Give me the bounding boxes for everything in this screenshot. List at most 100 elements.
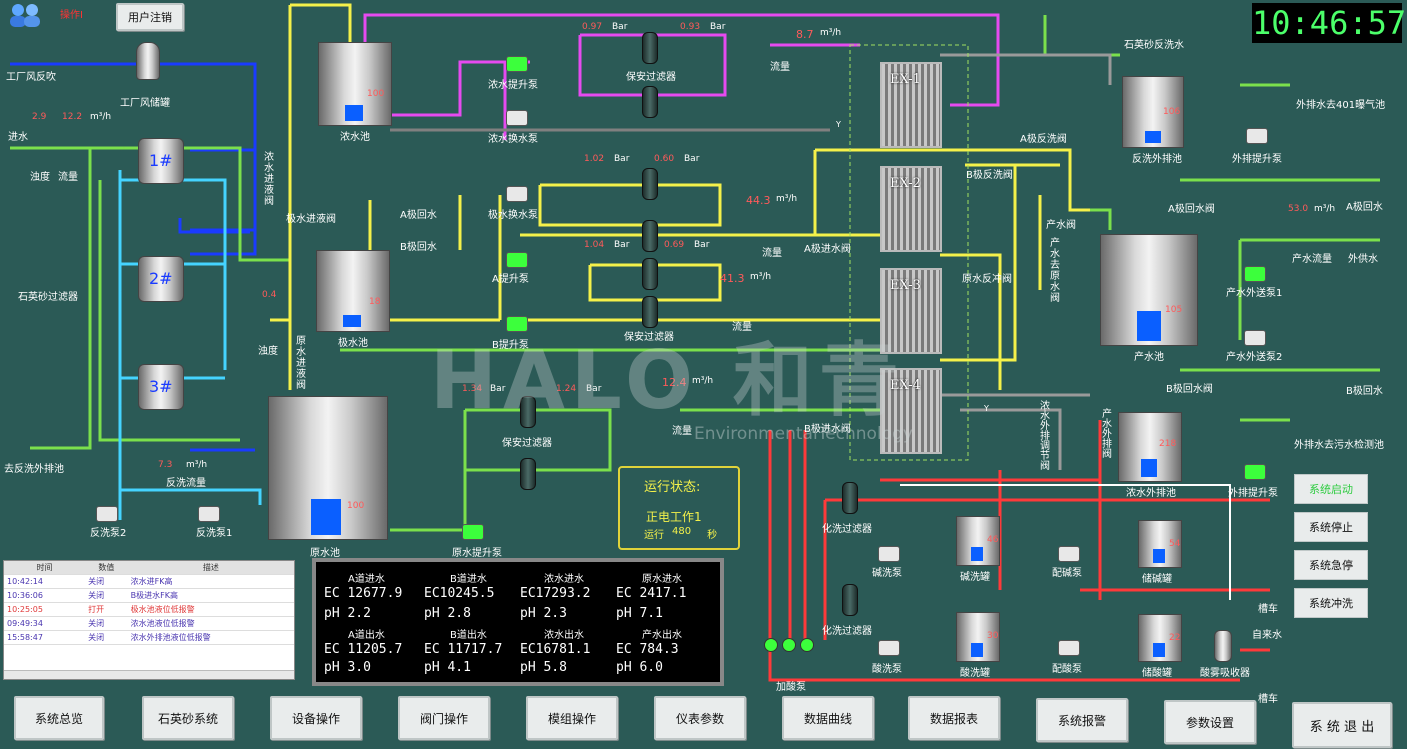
security-filter-4[interactable] bbox=[520, 396, 536, 428]
alkali-pump[interactable] bbox=[878, 546, 900, 562]
pressure-7: 1.34 bbox=[462, 384, 483, 394]
ex-3-module[interactable]: EX-3 bbox=[880, 268, 942, 354]
security-filter-2[interactable] bbox=[642, 168, 658, 200]
valve-icon[interactable] bbox=[176, 206, 188, 216]
conc-change-pump[interactable] bbox=[506, 110, 528, 126]
conc-lift-pump[interactable] bbox=[506, 56, 528, 72]
product-pump-1[interactable] bbox=[1244, 266, 1266, 282]
a-lift-pump[interactable] bbox=[506, 252, 528, 268]
valve-icon[interactable] bbox=[200, 372, 212, 382]
valve-icon[interactable] bbox=[118, 372, 130, 382]
flow-top-value: 8.7 bbox=[796, 28, 814, 41]
quartz-filter-3[interactable]: 3# bbox=[138, 364, 184, 410]
logout-button[interactable]: 用户注销 bbox=[116, 3, 184, 31]
board-change-pump[interactable] bbox=[506, 186, 528, 202]
nav-quartz[interactable]: 石英砂系统 bbox=[142, 696, 234, 740]
valve-icon[interactable] bbox=[118, 165, 130, 175]
operator-label: 操作I bbox=[60, 10, 83, 21]
valve-icon[interactable] bbox=[118, 284, 130, 294]
conc-pool-tank[interactable]: 100 bbox=[318, 42, 392, 126]
tap-water-label: 自来水 bbox=[1252, 630, 1282, 641]
valve-icon[interactable] bbox=[200, 165, 212, 175]
valve-icon[interactable] bbox=[200, 284, 212, 294]
raw-rev-valve-label: 原水反冲阀 bbox=[962, 274, 1012, 285]
security-filter-3b[interactable] bbox=[642, 296, 658, 328]
measure-ph-6: pH 5.8 bbox=[520, 660, 567, 675]
chem-filter-1[interactable] bbox=[842, 482, 858, 514]
system-stop-button[interactable]: 系统停止 bbox=[1294, 512, 1368, 542]
acid-tank[interactable]: 30 bbox=[956, 612, 1000, 662]
board-pool-tank[interactable]: 18 bbox=[316, 250, 390, 332]
out-lift-pump-1[interactable] bbox=[1246, 128, 1268, 144]
ex-2-module[interactable]: EX-2 bbox=[880, 166, 942, 252]
valve-icon[interactable] bbox=[200, 258, 212, 268]
alarm-scrollbar[interactable] bbox=[4, 670, 294, 679]
nav-params[interactable]: 参数设置 bbox=[1164, 700, 1256, 744]
alkali-store-tank[interactable]: 54 bbox=[1138, 520, 1182, 568]
nav-module[interactable]: 模组操作 bbox=[526, 696, 618, 740]
valve-icon[interactable] bbox=[176, 430, 188, 440]
acid-add-pumps[interactable] bbox=[764, 638, 814, 652]
valve-icon[interactable] bbox=[118, 258, 130, 268]
air-tank[interactable] bbox=[136, 42, 160, 80]
valve-icon[interactable] bbox=[140, 320, 152, 330]
raw-pool-tank[interactable]: 100 bbox=[268, 396, 388, 540]
measure-ph-2: pH 2.3 bbox=[520, 606, 567, 621]
backwash-pump-1[interactable] bbox=[198, 506, 220, 522]
b-lift-pump[interactable] bbox=[506, 316, 528, 332]
product-pump-2[interactable] bbox=[1244, 330, 1266, 346]
valve-icon[interactable] bbox=[140, 430, 152, 440]
conc-change-label: 浓水换水泵 bbox=[488, 134, 538, 145]
valve-icon[interactable] bbox=[200, 143, 212, 153]
quartz-filter-2[interactable]: 2# bbox=[138, 256, 184, 302]
valve-icon[interactable] bbox=[200, 398, 212, 408]
out-lift-pump-2[interactable] bbox=[1244, 464, 1266, 480]
valve-icon[interactable] bbox=[118, 143, 130, 153]
acid-mix-pump[interactable] bbox=[1058, 640, 1080, 656]
acid-pump[interactable] bbox=[878, 640, 900, 656]
alkali-tank[interactable]: 46 bbox=[956, 516, 1000, 566]
security-filter-1[interactable] bbox=[642, 32, 658, 64]
quartz-filter-1[interactable]: 1# bbox=[138, 138, 184, 184]
security-filter-4b[interactable] bbox=[520, 458, 536, 490]
alkali-mix-pump[interactable] bbox=[1058, 546, 1080, 562]
nav-instrument[interactable]: 仪表参数 bbox=[654, 696, 746, 740]
nav-curve[interactable]: 数据曲线 bbox=[782, 696, 874, 740]
backwash-pump-2[interactable] bbox=[96, 506, 118, 522]
nav-exit[interactable]: 系 统 退 出 bbox=[1292, 702, 1392, 748]
chem-filter-2[interactable] bbox=[842, 584, 858, 616]
security-filter-3[interactable] bbox=[642, 258, 658, 290]
valve-icon[interactable] bbox=[140, 206, 152, 216]
system-estop-button[interactable]: 系统急停 bbox=[1294, 550, 1368, 580]
nav-report[interactable]: 数据报表 bbox=[908, 696, 1000, 740]
nav-valve[interactable]: 阀门操作 bbox=[398, 696, 490, 740]
backwash-pool-tank[interactable]: 106 bbox=[1122, 76, 1184, 148]
nav-overview[interactable]: 系统总览 bbox=[14, 696, 104, 740]
security-filter-2b[interactable] bbox=[642, 220, 658, 252]
system-flush-button[interactable]: 系统冲洗 bbox=[1294, 588, 1368, 618]
ex-1-module[interactable]: EX-1 bbox=[880, 62, 942, 148]
alkali-tank-level bbox=[971, 547, 983, 561]
acid-store-level-value: 22 bbox=[1169, 633, 1181, 643]
conc-out-pool-tank[interactable]: 218 bbox=[1118, 412, 1182, 482]
ex-4-module[interactable]: EX-4 bbox=[880, 368, 942, 454]
security-filter-1b[interactable] bbox=[642, 86, 658, 118]
raw-lift-pump[interactable] bbox=[462, 524, 484, 540]
alkali-store-label: 储碱罐 bbox=[1142, 574, 1172, 585]
measure-ec-1: EC10245.5 bbox=[424, 586, 495, 601]
nav-device[interactable]: 设备操作 bbox=[270, 696, 362, 740]
valve-icon[interactable] bbox=[176, 320, 188, 330]
system-start-button[interactable]: 系统启动 bbox=[1294, 474, 1368, 504]
product-pool-tank[interactable]: 105 bbox=[1100, 234, 1198, 346]
acid-store-tank[interactable]: 22 bbox=[1138, 614, 1182, 662]
measure-ph-5: pH 4.1 bbox=[424, 660, 471, 675]
acid-absorber[interactable] bbox=[1214, 630, 1232, 662]
nav-alarm[interactable]: 系统报警 bbox=[1036, 698, 1128, 742]
valve-icon[interactable] bbox=[118, 398, 130, 408]
